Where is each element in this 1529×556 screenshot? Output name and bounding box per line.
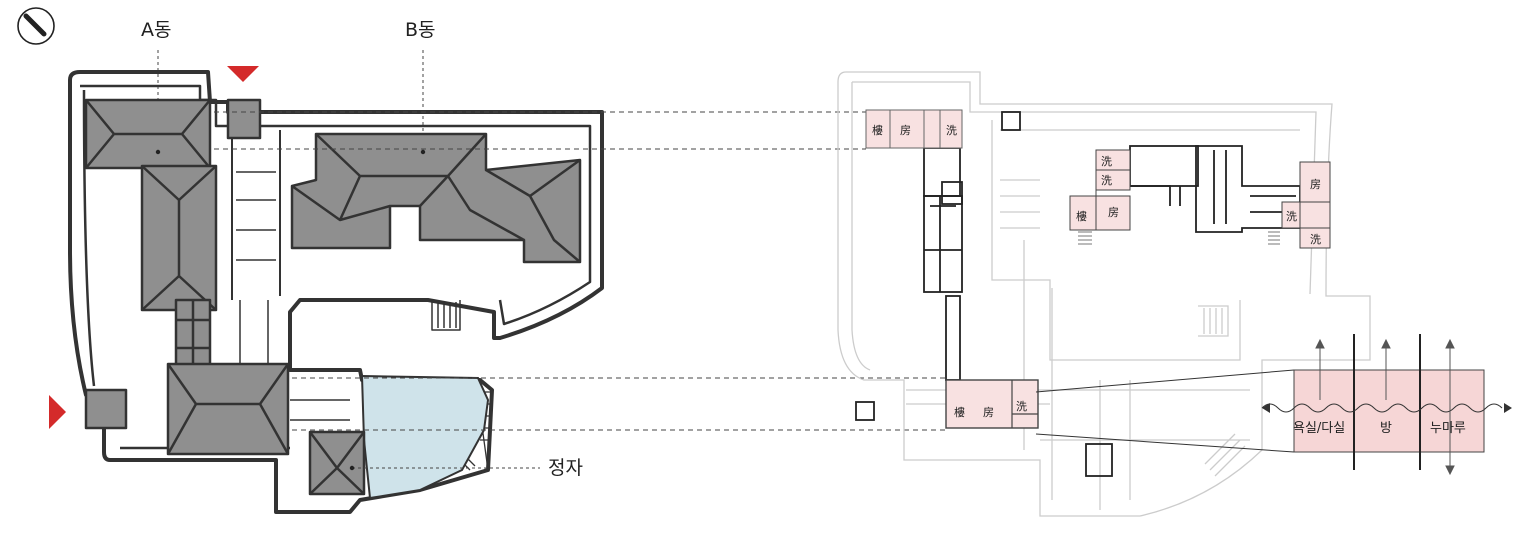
- room-label: 房: [983, 406, 994, 419]
- section-zone-label: 욕실/다실: [1293, 421, 1345, 436]
- building-b-roofs: [290, 132, 582, 264]
- building-a-roofs: [84, 98, 366, 496]
- room-label: 房: [1108, 206, 1119, 219]
- room-group-a-top: 樓 房 洗: [865, 109, 963, 149]
- room-label: 樓: [872, 123, 883, 137]
- plan-walls: [855, 111, 1301, 477]
- alignment-lines: [214, 111, 946, 431]
- room-label: 洗: [1101, 174, 1112, 187]
- room-label: 房: [900, 124, 911, 137]
- section-zone-label: 누마루: [1430, 421, 1466, 436]
- compass-north-icon: [17, 7, 55, 45]
- room-label: 房: [1310, 178, 1321, 191]
- room-label: 洗: [1310, 233, 1321, 246]
- section-zone-label: 방: [1380, 421, 1392, 436]
- room-label: 洗: [1016, 400, 1027, 413]
- room-group-b-right: 房 洗 洗: [1281, 161, 1331, 249]
- pavilion-label: 정자: [548, 457, 583, 479]
- plan-stairs: [1078, 231, 1280, 245]
- room-label: 樓: [954, 405, 965, 419]
- room-label: 洗: [1286, 210, 1297, 223]
- room-group-a-bottom: 樓 房 洗: [945, 379, 1039, 429]
- pond: [360, 374, 490, 500]
- building-b-label: B동: [405, 19, 436, 41]
- room-label: 洗: [1101, 155, 1112, 168]
- building-a-label: A동: [141, 19, 171, 41]
- entry-triangle-icon: [227, 66, 259, 82]
- entry-triangle-icon: [49, 395, 66, 429]
- section-diagram: 욕실/다실 방 누마루: [1035, 334, 1512, 476]
- room-label: 洗: [946, 124, 957, 137]
- room-group-b-left: 洗 洗 樓 房: [1069, 149, 1131, 231]
- room-label: 樓: [1076, 209, 1087, 223]
